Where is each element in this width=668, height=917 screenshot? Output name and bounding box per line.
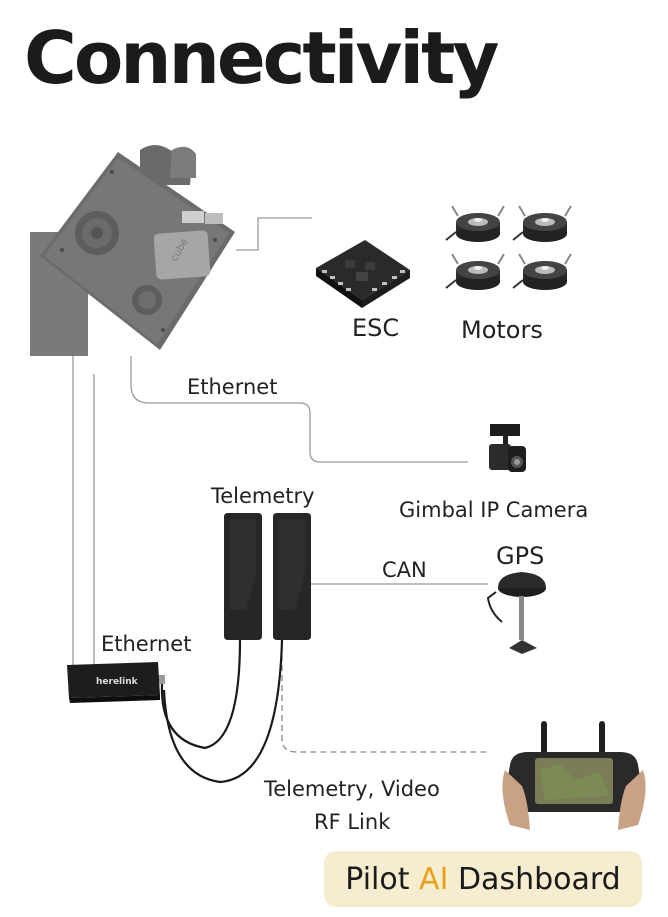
herelink-air-unit: herelink (67, 662, 165, 703)
badge-ai-highlight: AI (419, 861, 449, 897)
telemetry-antennas (224, 513, 311, 640)
page-title: Connectivity (24, 16, 499, 100)
rf-link-dashed-line (281, 645, 490, 753)
gps-label: GPS (496, 542, 545, 570)
flight-controller: cube (30, 145, 235, 356)
pilot-ai-dashboard-badge: Pilot AI Dashboard (324, 851, 642, 907)
badge-suffix: Dashboard (448, 861, 621, 897)
motor (512, 253, 572, 290)
rf-link-label-line-1: Telemetry, Video (264, 777, 440, 801)
ethernet-camera-label: Ethernet (187, 375, 278, 399)
motor (445, 253, 505, 290)
can-label: CAN (382, 558, 427, 582)
antenna-cables (160, 639, 284, 784)
flight-controller-to-esc-line (236, 217, 312, 251)
gimbal-camera-label: Gimbal IP Camera (399, 498, 589, 522)
gimbal-camera (489, 424, 526, 472)
motors (445, 205, 572, 290)
esc-label: ESC (352, 314, 400, 342)
ethernet-herelink-label: Ethernet (101, 632, 192, 656)
herelink-logo-text: herelink (96, 677, 139, 687)
rf-link-label-line-2: RF Link (314, 810, 391, 834)
motors-label: Motors (461, 316, 543, 344)
esc-board (316, 240, 410, 308)
connection-lines (72, 217, 490, 753)
badge-prefix: Pilot (345, 861, 420, 897)
motor (445, 205, 505, 242)
motor (512, 205, 572, 242)
ground-station-controller (502, 721, 646, 830)
gps-module (486, 572, 546, 654)
telemetry-label: Telemetry (211, 484, 315, 508)
ethernet-camera-line (130, 356, 468, 463)
